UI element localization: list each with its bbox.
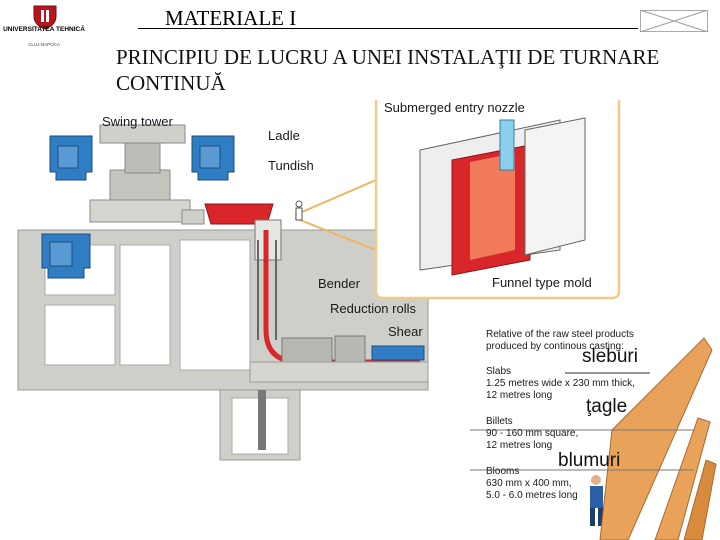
label-blumuri: blumuri [558,450,621,471]
blooms-length: 5.0 - 6.0 metres long [486,490,578,501]
slabs-dimensions: 1.25 metres wide x 230 mm thick, [486,378,635,389]
label-tundish: Tundish [268,158,314,173]
label-reduction-rolls: Reduction rolls [330,301,416,316]
label-shear: Shear [388,324,423,339]
header-title: MATERIALE I [165,6,297,30]
inset-caption-funnel-type-mold: Funnel type mold [492,275,592,290]
blooms-dimensions: 630 mm x 400 mm, [486,478,572,489]
university-logo [33,5,57,30]
continuous-casting-diagram: Swing tower Ladle Tundish Bender Reducti… [0,100,720,540]
slabs-heading: Slabs [486,366,512,377]
casting-machine-drawing [17,100,717,540]
page-title: PRINCIPIU DE LUCRU A UNEI INSTALAŢII DE … [116,45,660,95]
label-tagle: ţagle [586,396,628,417]
header-underline [138,28,638,29]
products-intro-line-2: produced by continous casting: [486,341,624,352]
logo-university-name: UNIVERSITATEA TEHNICĂ [3,26,85,33]
logo-city-name: CLUJ-NAPOCA [28,42,60,47]
label-swing-tower: Swing tower [102,114,173,129]
slabs-length: 12 metres long [486,390,553,401]
label-bender: Bender [318,276,360,291]
billets-heading: Billets [486,416,513,427]
placeholder-box-icon [640,10,708,32]
blooms-heading: Blooms [486,466,520,477]
label-sleburi: sleburi [582,346,638,367]
billets-length: 12 metres long [486,440,553,451]
billets-dimensions: 90 - 160 mm square, [486,428,579,439]
label-ladle: Ladle [268,128,300,143]
products-intro-line-1: Relative of the raw steel products [486,329,634,340]
inset-title-submerged-entry-nozzle: Submerged entry nozzle [384,100,525,115]
